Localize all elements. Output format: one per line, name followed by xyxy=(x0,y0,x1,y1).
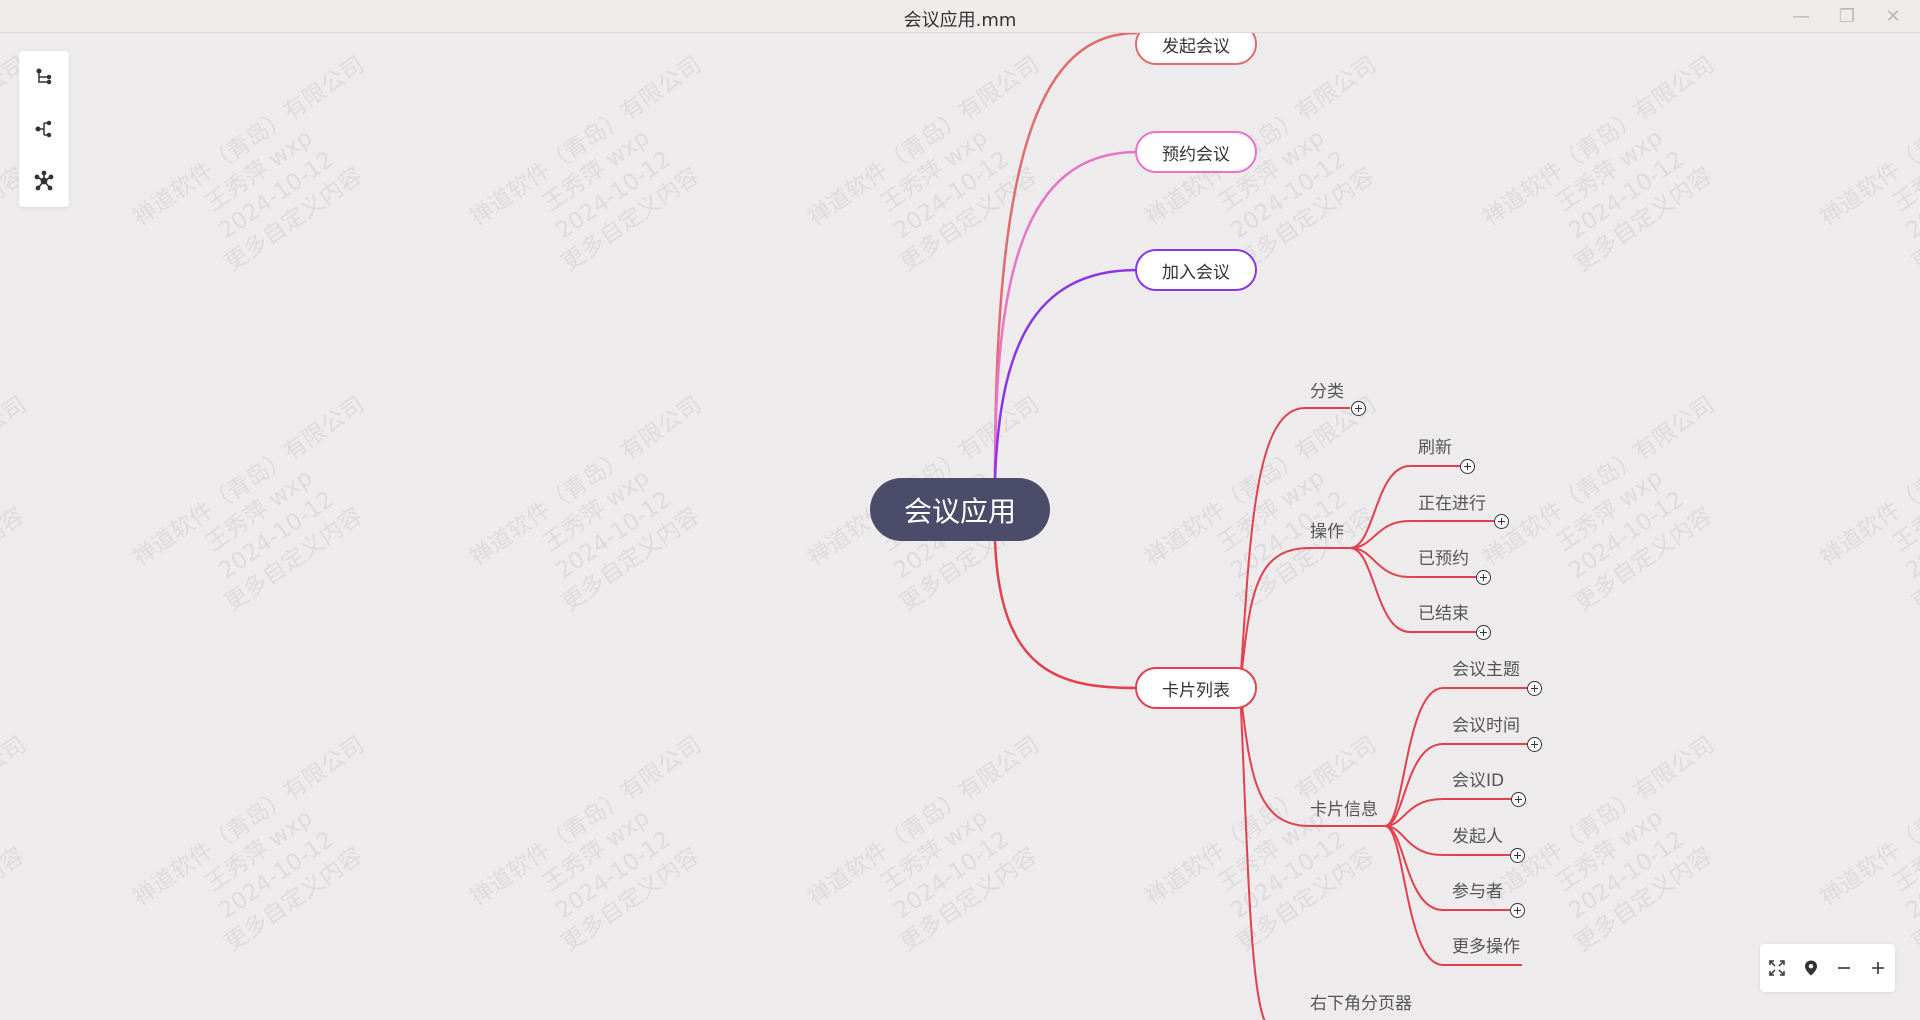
minimize-button[interactable]: — xyxy=(1792,5,1810,27)
expand-initiator-icon[interactable] xyxy=(1510,848,1525,863)
expand-ongoing-icon[interactable] xyxy=(1494,514,1509,529)
node-operation[interactable]: 操作 xyxy=(1310,522,1344,542)
line-time xyxy=(1384,743,1527,827)
line-refresh xyxy=(1349,465,1460,549)
line-pager xyxy=(1239,687,1266,1020)
locate-icon[interactable] xyxy=(1798,955,1824,981)
node-card-list[interactable]: 卡片列表 xyxy=(1135,667,1257,709)
node-initiator[interactable]: 发起人 xyxy=(1452,827,1503,847)
fit-screen-icon[interactable] xyxy=(1764,955,1790,981)
restore-button[interactable]: ❐ xyxy=(1838,5,1856,27)
branch-line-start-meeting xyxy=(993,33,1138,479)
layout-right-icon[interactable] xyxy=(27,60,61,94)
zoom-out-icon[interactable] xyxy=(1831,955,1857,981)
line-participants xyxy=(1384,825,1510,911)
line-card-info xyxy=(1239,687,1385,827)
line-booked xyxy=(1349,547,1476,578)
node-id[interactable]: 会议ID xyxy=(1452,771,1505,791)
branch-line-join-meeting xyxy=(993,268,1138,479)
node-ongoing[interactable]: 正在进行 xyxy=(1418,494,1486,514)
node-ended[interactable]: 已结束 xyxy=(1418,604,1469,624)
line-ongoing xyxy=(1349,520,1494,549)
line-id xyxy=(1384,798,1511,827)
node-booked[interactable]: 已预约 xyxy=(1418,549,1469,569)
line-initiator xyxy=(1384,825,1510,856)
line-category xyxy=(1239,407,1350,689)
expand-topic-icon[interactable] xyxy=(1527,681,1542,696)
zoom-in-icon[interactable] xyxy=(1865,955,1891,981)
window-controls: — ❐ ✕ xyxy=(1788,4,1906,28)
node-participants[interactable]: 参与者 xyxy=(1452,882,1503,902)
expand-id-icon[interactable] xyxy=(1511,792,1526,807)
layout-both-icon[interactable] xyxy=(27,112,61,146)
node-start-meeting[interactable]: 发起会议 xyxy=(1135,33,1257,65)
expand-booked-icon[interactable] xyxy=(1476,570,1491,585)
line-ended xyxy=(1349,547,1476,633)
window-title: 会议应用.mm xyxy=(903,10,1017,31)
node-join-meeting[interactable]: 加入会议 xyxy=(1135,249,1257,291)
mindmap-connections xyxy=(993,33,1527,1020)
node-book-meeting[interactable]: 预约会议 xyxy=(1135,131,1257,173)
layout-toolbar xyxy=(19,51,69,207)
expand-category-icon[interactable] xyxy=(1351,401,1366,416)
branch-line-card-list xyxy=(993,540,1138,690)
branch-line-book-meeting xyxy=(993,150,1138,479)
expand-participants-icon[interactable] xyxy=(1510,903,1525,918)
node-card-info[interactable]: 卡片信息 xyxy=(1310,800,1378,820)
line-more-actions xyxy=(1384,825,1522,966)
node-refresh[interactable]: 刷新 xyxy=(1418,438,1452,458)
root-node[interactable]: 会议应用 xyxy=(870,478,1050,541)
node-pager[interactable]: 右下角分页器 xyxy=(1310,994,1412,1014)
layout-radial-icon[interactable] xyxy=(27,164,61,198)
expand-refresh-icon[interactable] xyxy=(1460,459,1475,474)
title-bar: 会议应用.mm — ❐ ✕ xyxy=(0,0,1920,33)
node-more-actions[interactable]: 更多操作 xyxy=(1452,937,1520,957)
zoom-toolbar xyxy=(1760,944,1895,992)
expand-time-icon[interactable] xyxy=(1527,737,1542,752)
expand-ended-icon[interactable] xyxy=(1476,625,1491,640)
line-topic xyxy=(1384,687,1527,827)
line-operation xyxy=(1239,547,1350,689)
close-button[interactable]: ✕ xyxy=(1885,5,1901,27)
node-topic[interactable]: 会议主题 xyxy=(1452,660,1520,680)
node-category[interactable]: 分类 xyxy=(1310,382,1344,402)
node-time[interactable]: 会议时间 xyxy=(1452,716,1520,736)
